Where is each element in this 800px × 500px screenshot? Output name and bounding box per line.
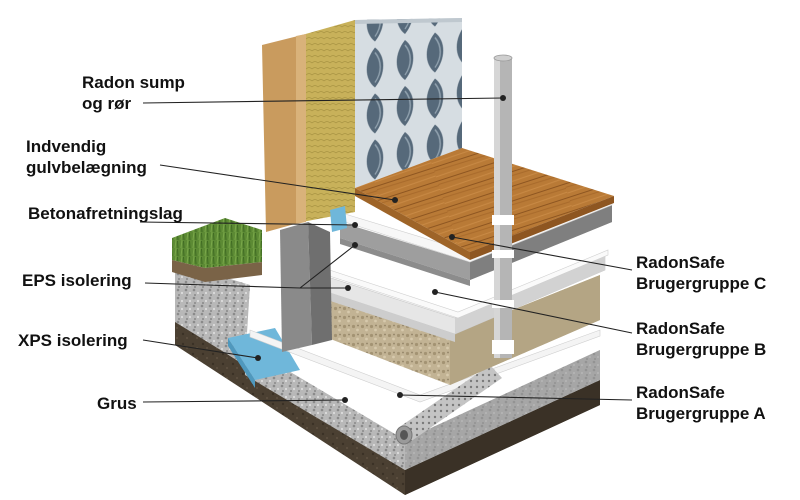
foundation-wall	[280, 222, 332, 352]
edge-insulation-strip	[330, 206, 347, 232]
radon-pipe-icon	[492, 54, 514, 358]
label-eps: EPS isolering	[22, 271, 132, 290]
leader-radonsafe-a	[399, 394, 633, 401]
leader-indvendig	[159, 164, 396, 201]
label-radon-sump-line2: og rør	[82, 94, 132, 113]
label-radonsafe-b: RadonSafe Brugergruppe B	[636, 318, 766, 360]
eps-block-lower	[320, 275, 600, 385]
label-radonsafe-a-line1: RadonSafe	[636, 383, 725, 402]
wallpaper-wall	[355, 18, 462, 188]
label-radon-sump: Radon sump og rør	[82, 72, 185, 114]
wall-framing	[262, 20, 355, 232]
label-radon-sump-line1: Radon sump	[82, 73, 185, 92]
perforated-drain-icon	[395, 365, 502, 445]
label-indvendig-line2: gulvbelægning	[26, 158, 147, 177]
grass-strip	[172, 218, 262, 282]
leader-grus	[142, 399, 346, 403]
leader-radonsafe-c	[451, 236, 633, 271]
label-xps: XPS isolering	[18, 331, 128, 350]
label-radonsafe-a: RadonSafe Brugergruppe A	[636, 382, 766, 424]
label-radonsafe-b-line2: Brugergruppe B	[636, 340, 767, 359]
soil-layer	[175, 320, 600, 495]
leader-betonafretning	[139, 221, 356, 226]
eps-layer	[299, 254, 606, 342]
leader-xps	[142, 339, 259, 359]
label-grus: Grus	[97, 394, 137, 413]
leader-radon-sump	[142, 97, 504, 104]
label-radonsafe-c-line1: RadonSafe	[636, 253, 725, 272]
label-indvendig-line1: Indvendig	[26, 137, 107, 156]
label-radonsafe-c: RadonSafe Brugergruppe C	[636, 252, 766, 294]
label-indvendig: Indvendig gulvbelægning	[26, 136, 147, 178]
label-betonafretningslag: Betonafretningslag	[28, 204, 183, 223]
label-radonsafe-c-line2: Brugergruppe C	[636, 274, 767, 293]
leader-lines	[139, 95, 633, 403]
leader-radonsafe-b	[434, 291, 633, 334]
label-radonsafe-a-line2: Brugergruppe A	[636, 404, 766, 423]
label-radonsafe-b-line1: RadonSafe	[636, 319, 725, 338]
